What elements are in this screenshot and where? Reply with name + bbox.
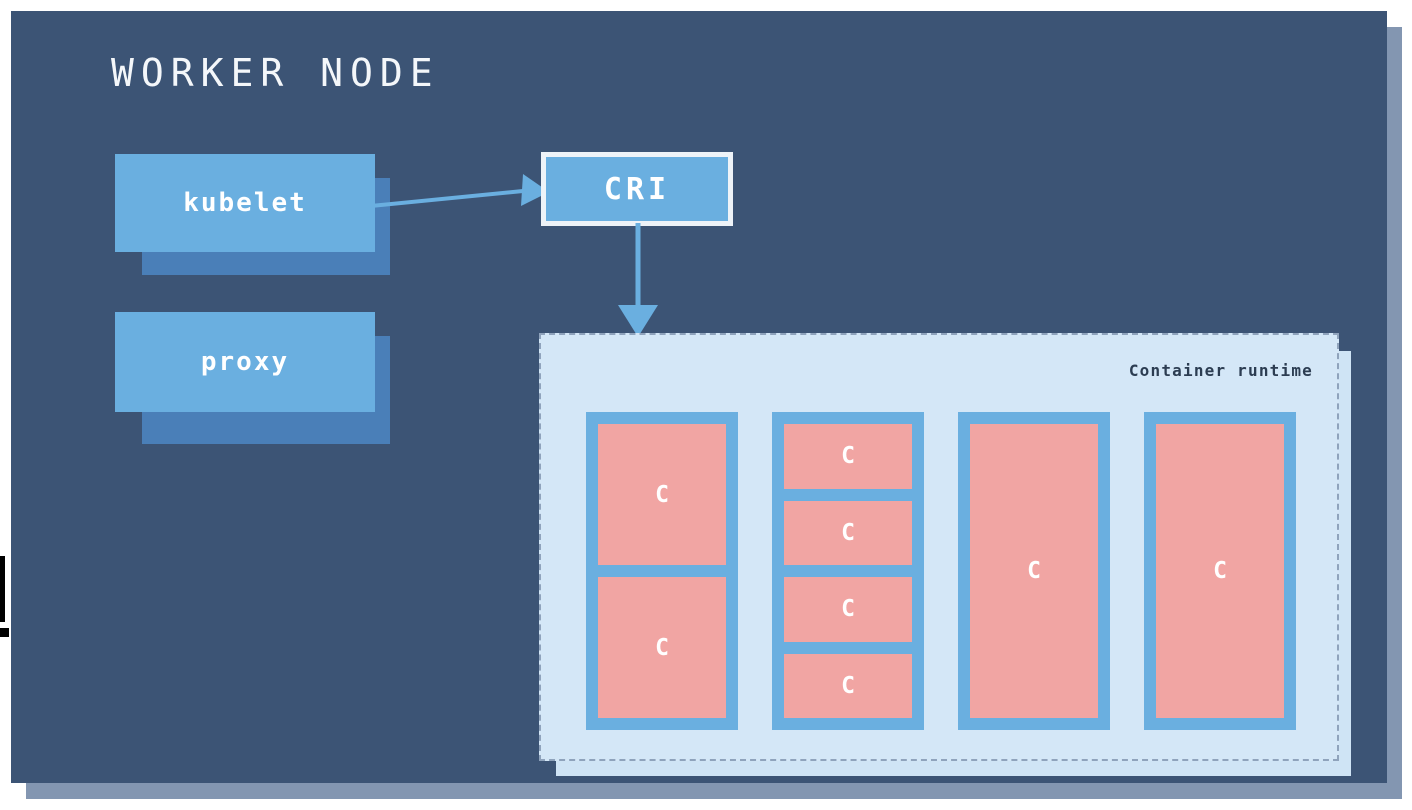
- pod-3[interactable]: C: [958, 412, 1110, 730]
- container-runtime-label: Container runtime: [1128, 361, 1313, 380]
- worker-node-panel: WORKER NODE kubelet proxy CRI Container …: [11, 11, 1387, 783]
- pod-2[interactable]: C C C C: [772, 412, 924, 730]
- pod-4[interactable]: C: [1144, 412, 1296, 730]
- kubelet-label: kubelet: [183, 188, 307, 218]
- container-box[interactable]: C: [970, 424, 1098, 718]
- arrow-cri-to-runtime-icon: [618, 223, 658, 337]
- container-box[interactable]: C: [598, 577, 726, 718]
- left-edge-dot-artifact: [0, 628, 9, 637]
- container-box[interactable]: C: [598, 424, 726, 565]
- container-runtime-box: Container runtime C C C C C C C C: [539, 333, 1339, 761]
- worker-node-title: WORKER NODE: [111, 51, 440, 95]
- cri-box[interactable]: CRI: [541, 152, 733, 226]
- cri-label: CRI: [603, 171, 671, 207]
- container-box[interactable]: C: [784, 500, 912, 565]
- container-box[interactable]: C: [784, 653, 912, 718]
- container-box[interactable]: C: [1156, 424, 1284, 718]
- left-edge-caret-artifact: [0, 556, 5, 622]
- container-box[interactable]: C: [784, 424, 912, 489]
- kubelet-box[interactable]: kubelet: [115, 154, 375, 252]
- arrow-kubelet-to-cri-icon: [370, 174, 549, 208]
- container-box[interactable]: C: [784, 577, 912, 642]
- pods-row: C C C C C C C C: [586, 412, 1303, 730]
- pod-1[interactable]: C C: [586, 412, 738, 730]
- proxy-box[interactable]: proxy: [115, 312, 375, 412]
- proxy-label: proxy: [200, 347, 290, 377]
